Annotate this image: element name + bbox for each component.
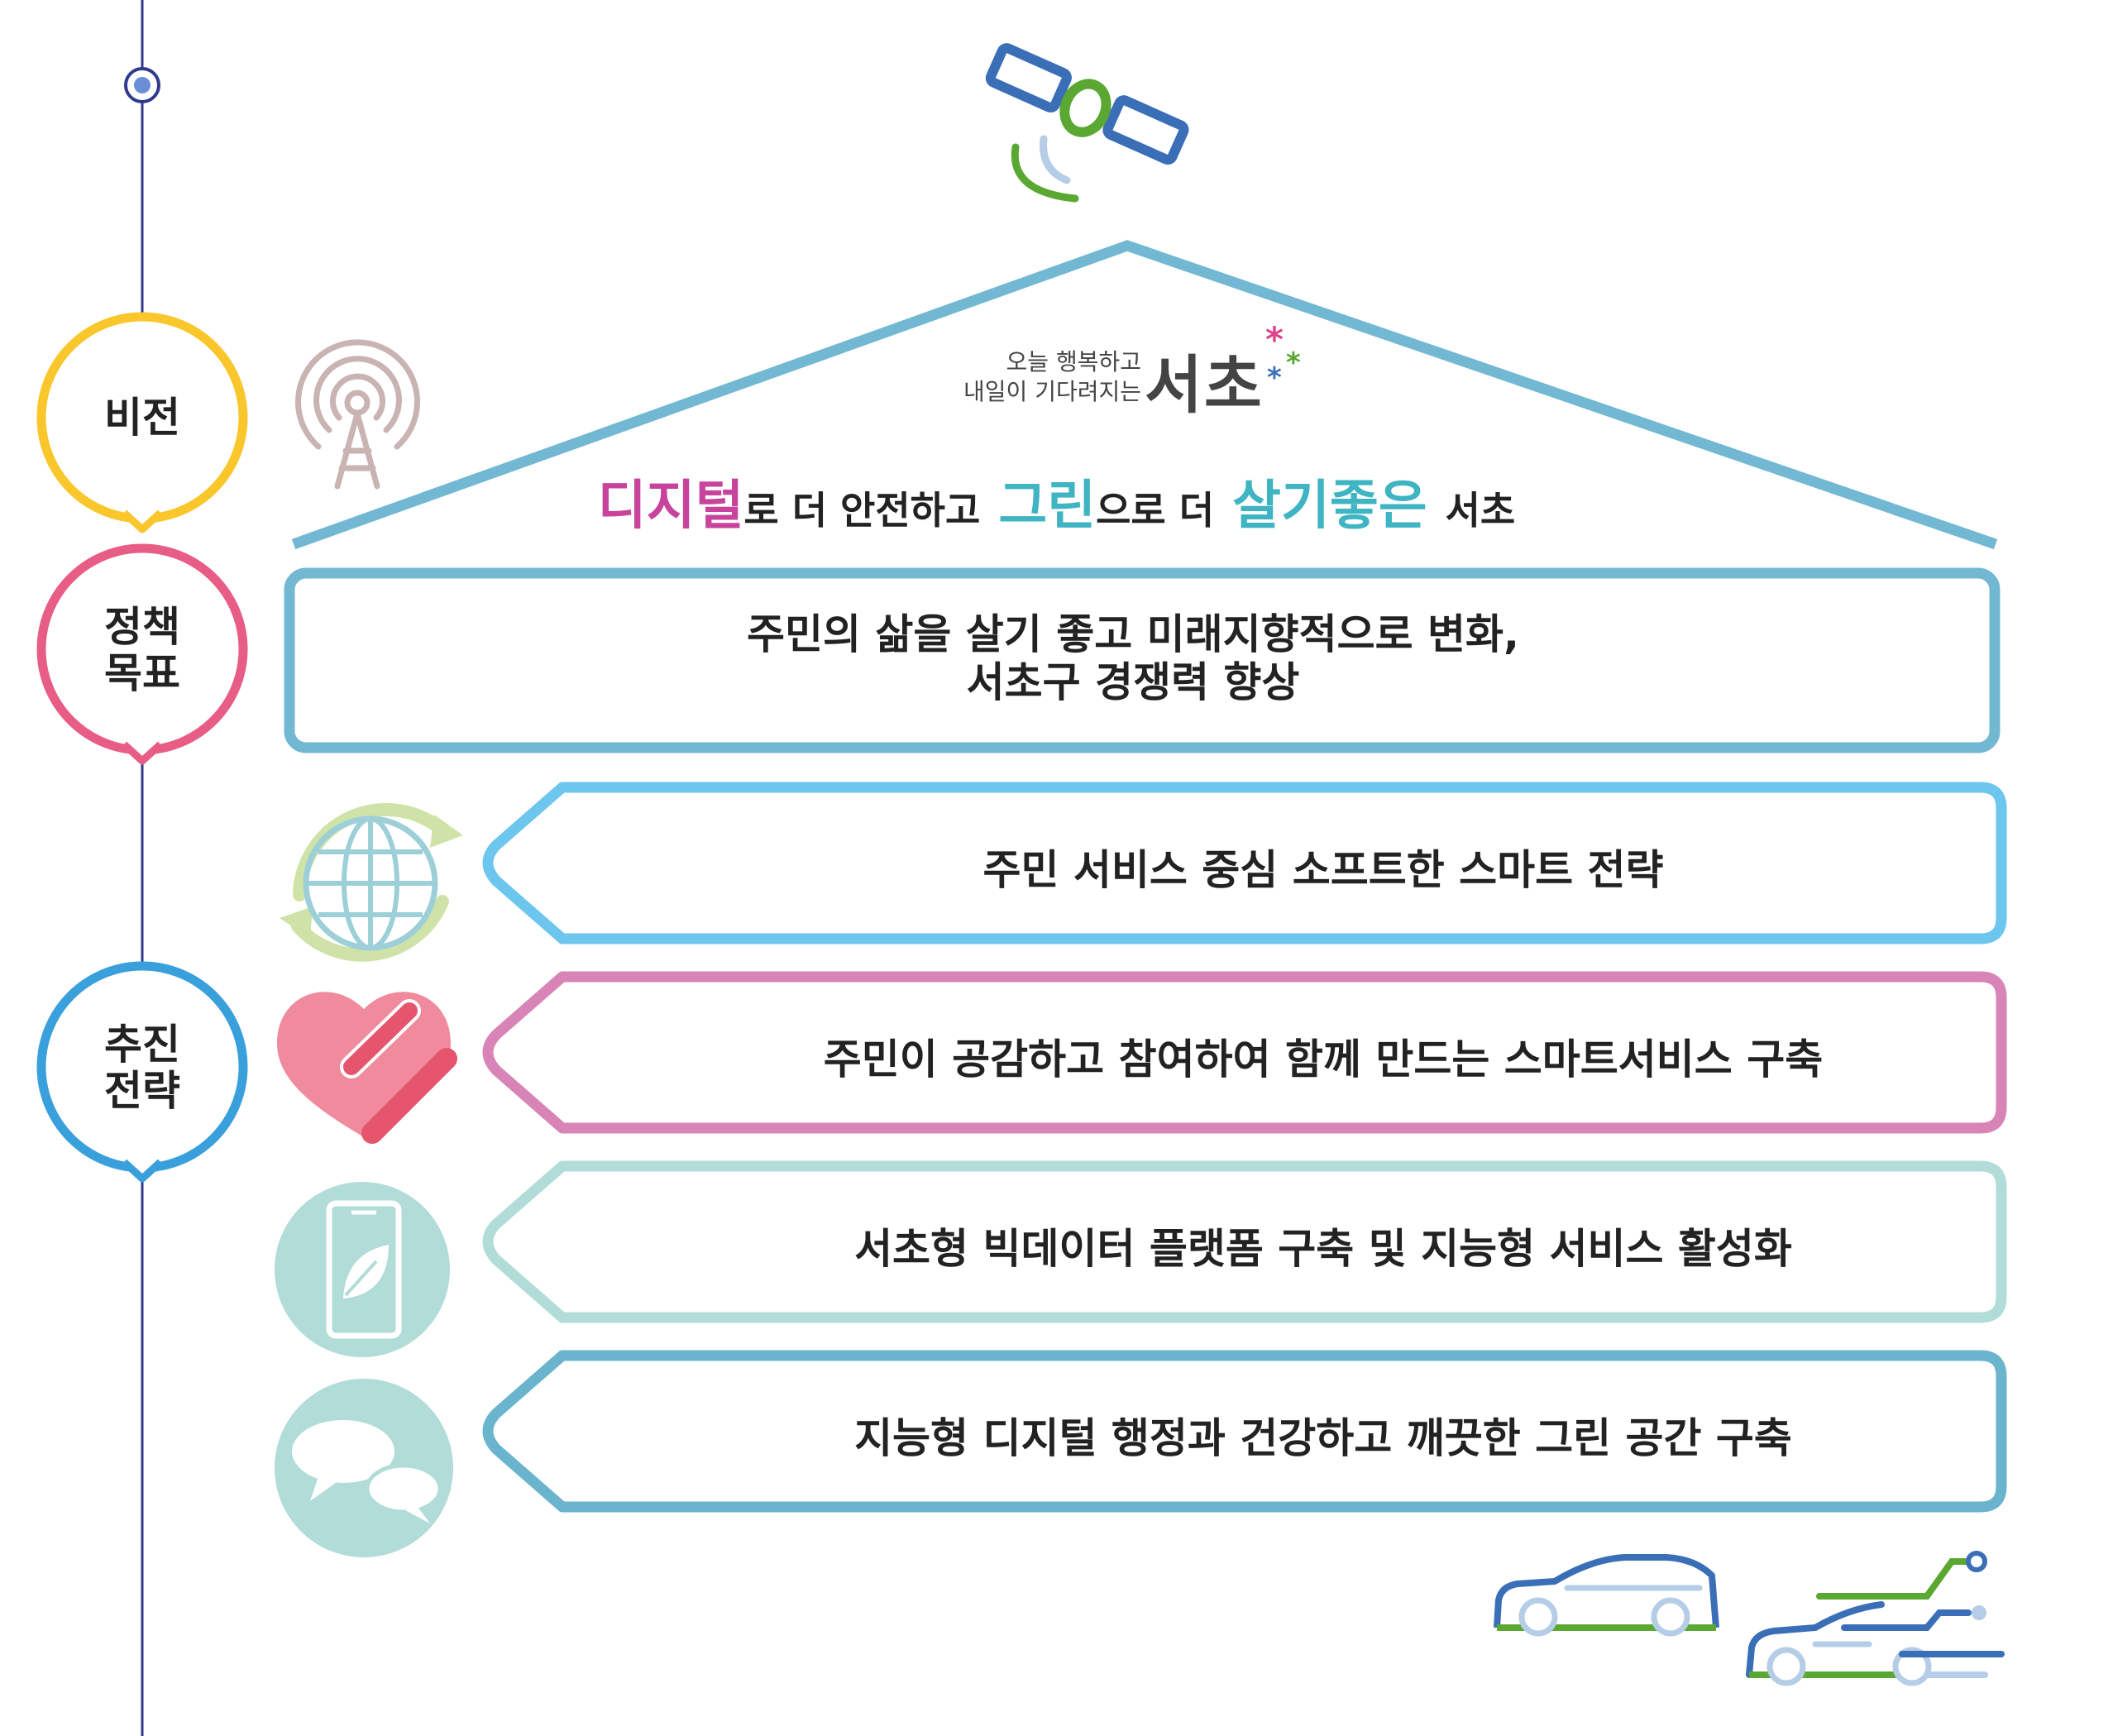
policy-goal-text: 주민의 삶을 살기 좋고 미래지향적으로 변화, 서초구 경쟁력 향상 bbox=[579, 610, 1687, 706]
policy-goal-line1: 주민의 삶을 살기 좋고 미래지향적으로 변화, bbox=[746, 610, 1520, 658]
brand-sparkle-icon: * * * bbox=[1265, 319, 1301, 395]
stage-label-strategy-line2: 전략 bbox=[104, 1067, 180, 1115]
stage-label-goal-line2: 목표 bbox=[104, 649, 180, 697]
heart-icon bbox=[277, 992, 457, 1144]
stage-label-vision: 비전 bbox=[104, 394, 180, 442]
strategy-label-3: 서초형 빅데이터 플랫폼 구축 및 지능형 서비스 활성화 bbox=[854, 1225, 1792, 1273]
satellite-icon bbox=[985, 43, 1189, 165]
policy-goal-line2: 서초구 경쟁력 향상 bbox=[966, 658, 1300, 706]
brand-name: 서초 bbox=[1145, 348, 1264, 422]
svg-text:*: * bbox=[1267, 361, 1282, 395]
vision-keyword-livable: 살기좋은 bbox=[1232, 476, 1427, 537]
stage-label-goal-line1: 정책 bbox=[104, 603, 180, 651]
strategy-label-2: 주민이 공감하고 참여하여 함께 만드는 스마트서비스 구축 bbox=[823, 1035, 1824, 1083]
brand-slogan: 오늘 행복하고 내일이 기다려지는 bbox=[943, 347, 1141, 407]
strategy-arrow-4 bbox=[482, 1350, 2007, 1513]
vision-text-2: 으로 더 bbox=[1096, 488, 1215, 533]
vision-keyword-green: 그린 bbox=[998, 476, 1097, 537]
smart-car-icon bbox=[1746, 1551, 2005, 1686]
strategy-label-1: 주민 서비스 중심 소프트한 스마트 전략 bbox=[982, 846, 1664, 894]
smartphone-leaf-icon bbox=[275, 1182, 450, 1357]
brand-slogan-line2: 내일이 기다려지는 bbox=[963, 378, 1141, 405]
vision-text-1: 로 더 안전하고 bbox=[743, 488, 981, 533]
svg-text:*: * bbox=[1265, 319, 1284, 360]
vision-text-3: 서초 bbox=[1445, 488, 1516, 533]
strategy-arrow-1 bbox=[482, 782, 2007, 945]
roof bbox=[291, 240, 1998, 550]
stage-label-strategy-line1: 추진 bbox=[104, 1021, 180, 1069]
stage-label-strategy: 추진 전략 bbox=[60, 1021, 225, 1114]
strategy-arrow-2 bbox=[482, 971, 2007, 1134]
antenna-icon bbox=[295, 339, 420, 490]
goal-circle bbox=[36, 543, 248, 765]
strategy-arrow-3 bbox=[482, 1160, 2007, 1323]
chat-bubbles-icon bbox=[275, 1379, 453, 1557]
strategy-arrows bbox=[482, 782, 2007, 1513]
strategy-label-4: 지능형 디지털 행정과 건강하고 깨끗한 그린 공간 구축 bbox=[854, 1414, 1792, 1462]
brand-slogan-line1: 오늘 행복하고 bbox=[1006, 348, 1141, 375]
goal-box bbox=[284, 567, 2001, 753]
vision-statement: 디지털로 더 안전하고 그린으로 더 살기좋은 서초 bbox=[0, 463, 2113, 539]
globe-recycle-icon bbox=[280, 802, 463, 962]
vision-circle bbox=[36, 312, 248, 533]
stage-label-goal: 정책 목표 bbox=[60, 604, 225, 696]
timeline bbox=[124, 0, 160, 1736]
car-icon bbox=[1494, 1554, 1719, 1637]
strategy-circle bbox=[36, 961, 248, 1183]
svg-text:*: * bbox=[1286, 347, 1301, 380]
vision-keyword-digital: 디지털 bbox=[597, 476, 744, 537]
